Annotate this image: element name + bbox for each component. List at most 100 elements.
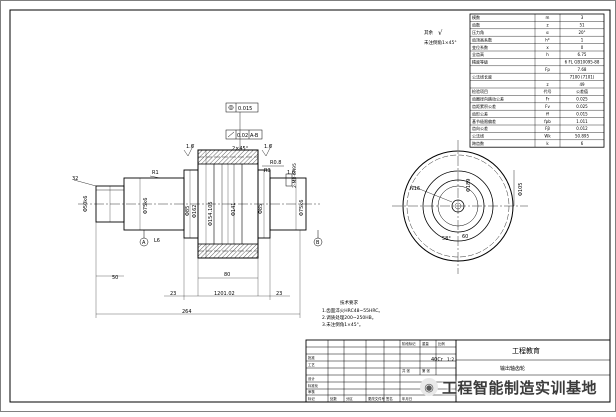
side-view: N16 Φ189 58° 60 Φ105 <box>392 140 528 274</box>
technical-requirements: 技术要求 1.齿面淬火HRC48~55HRC。 2.调质处理200~250HB。… <box>322 299 383 328</box>
title-block-label: 设计 <box>308 376 315 381</box>
hub-circle <box>422 170 494 242</box>
title-block-label: 比例 <box>438 341 445 346</box>
dim-80: 80 <box>224 272 230 278</box>
r3-label: R3 <box>264 168 271 174</box>
param-name: 齿向公差 <box>472 125 488 131</box>
material: 40Cr <box>431 357 444 363</box>
roughness-symbol: √ <box>438 29 443 37</box>
tech-note-2: 2.调质处理200~250HB。 <box>322 314 376 321</box>
param-name: 齿形公差 <box>472 110 488 116</box>
gear-pitch-circle <box>406 154 510 258</box>
part-name: 输出轴齿轮 <box>500 365 525 372</box>
runout-datum: A-B <box>250 133 259 139</box>
company-name: 工程教育 <box>512 346 540 355</box>
param-symbol: 代号 <box>544 88 552 94</box>
title-block-label: 年月日 <box>402 396 412 401</box>
title-block-label: 阶段标记 <box>402 341 416 346</box>
param-name: 全齿高 <box>472 51 484 57</box>
watermark-text: 工程智能制造实训基地 <box>442 378 598 397</box>
r1-label: R1 <box>152 170 159 176</box>
param-name: 齿顶高系数 <box>472 36 492 42</box>
param-symbol: Fp <box>545 67 550 72</box>
param-symbol: m <box>546 15 550 20</box>
param-symbol: h* <box>545 37 550 42</box>
tech-title: 技术要求 <box>340 299 358 306</box>
runout-side-value: 0.02 <box>237 133 248 139</box>
svg-text:A: A <box>142 240 146 246</box>
param-name: 模数 <box>472 14 480 20</box>
title-block-label: 批准 <box>308 355 315 360</box>
param-value: 7100 (7101) <box>570 74 595 79</box>
thread-label: 2-M8-6H95 <box>292 163 298 188</box>
title-block-label: 标准化 <box>308 383 319 388</box>
param-symbol: Wk <box>544 134 551 139</box>
dim-d75: Φ75k6 <box>143 198 149 214</box>
title-block-label: 签名 <box>386 396 393 401</box>
param-symbol: z <box>546 23 548 28</box>
dim-50: 50 <box>112 275 118 281</box>
param-symbol: k <box>546 141 549 146</box>
param-symbol: Fβ <box>545 126 550 131</box>
param-value: 20° <box>578 30 585 35</box>
title-block-label: 更改文件号 <box>368 396 386 401</box>
param-value: 3 <box>581 15 584 20</box>
datum-b: B <box>313 230 323 247</box>
angle-label: 58° <box>442 236 451 242</box>
param-value: 0.015 <box>576 111 588 116</box>
title-block-label: 共 张 <box>402 368 410 373</box>
chamfer-note: 未注倒角1×45° <box>424 39 457 46</box>
dim-23b: 23 <box>276 291 282 297</box>
param-value: 49 <box>579 82 585 87</box>
param-value: 6 FL GB10095-88 <box>565 60 600 65</box>
param-value: 0.025 <box>576 97 588 102</box>
param-symbol: Fv <box>545 104 550 109</box>
param-value: 0.012 <box>576 126 588 131</box>
ra-b: 1.6 <box>264 144 272 150</box>
roughness-note: 其余 √ 未注倒角1×45° <box>424 29 457 46</box>
param-symbol: ff <box>546 111 549 116</box>
ra-a: 1.6 <box>186 144 194 150</box>
param-name: 精度等级 <box>472 59 488 65</box>
param-name: 齿距累积公差 <box>472 103 496 109</box>
param-name: 变位系数 <box>472 44 488 50</box>
param-value: 1.011 <box>576 119 588 124</box>
param-value: 0.025 <box>576 104 588 109</box>
roughness-label: 其余 <box>424 29 433 36</box>
param-name: 检验项目 <box>472 88 488 94</box>
param-value: 0 <box>581 45 584 50</box>
dim-d75b: Φ75k6 <box>299 200 305 216</box>
scale: 1:2 <box>447 357 454 363</box>
param-symbol: Fr <box>546 97 550 102</box>
runout-frame-side: 0.02 A-B <box>225 129 263 140</box>
dim-d85: Φ85 <box>185 206 191 216</box>
dim-189: Φ189 <box>466 179 472 192</box>
runout-top-value: 0.015 <box>238 106 252 112</box>
title-block-label: 标记 <box>308 396 315 401</box>
dim-d50: Φ50k6 <box>83 196 89 212</box>
param-value: 6 <box>581 141 584 146</box>
runout-frame-top: 0.015 <box>225 102 259 150</box>
tech-note-1: 1.齿面淬火HRC48~55HRC。 <box>322 307 383 314</box>
bore-inner-circle <box>437 185 479 227</box>
shaft-step-right <box>269 177 307 231</box>
dim-d141: Φ141 <box>231 203 237 216</box>
n16-label: N16 <box>410 186 420 192</box>
gear-addendum-circle <box>402 150 514 262</box>
r08-label: R0.8 <box>270 160 281 166</box>
param-name: 跨齿数 <box>472 140 484 146</box>
param-value: 公差值 <box>576 88 588 94</box>
title-block-label: 重量 <box>422 341 429 346</box>
dim-264: 264 <box>182 309 192 315</box>
param-value: 51 <box>579 23 585 28</box>
param-value: 50.895 <box>575 134 589 139</box>
title-block-label: 处数 <box>330 396 337 401</box>
wechat-logo-icon: ◉ <box>420 378 438 396</box>
key-width: 32 <box>72 176 78 182</box>
param-name: 基节极限偏差 <box>472 118 496 124</box>
param-name: 公法线 <box>472 133 484 139</box>
l6-label: L6 <box>154 238 160 244</box>
